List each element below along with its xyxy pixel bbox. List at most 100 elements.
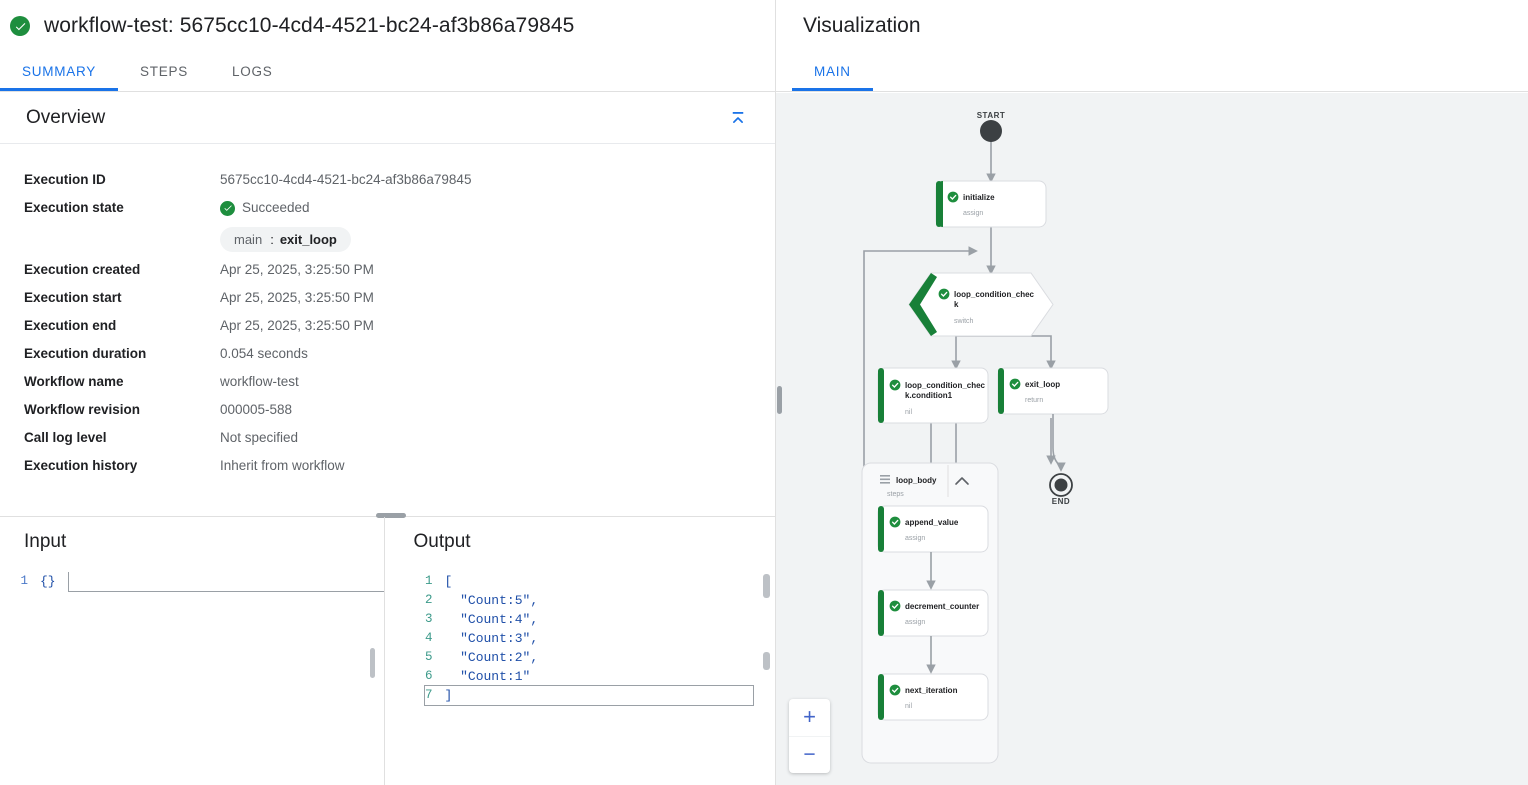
field-value: workflow-test — [220, 374, 299, 389]
node-initialize[interactable]: initialize assign — [935, 180, 1047, 228]
visualization-tabs: MAIN — [776, 52, 1528, 92]
field-value: 5675cc10-4cd4-4521-bc24-af3b86a79845 — [220, 172, 472, 187]
field-label: Execution start — [24, 290, 122, 305]
field-label: Execution created — [24, 262, 141, 277]
status-badge: Succeeded — [220, 194, 310, 222]
line-number: 4 — [424, 631, 433, 645]
tab-main[interactable]: MAIN — [792, 51, 873, 91]
field-label: Execution duration — [24, 346, 147, 361]
output-scrollbar-bottom[interactable] — [763, 652, 770, 670]
collapse-all-icon[interactable] — [723, 103, 753, 133]
node-exit-loop[interactable]: exit_loop return — [997, 367, 1109, 415]
current-step-chip[interactable]: main : exit_loop — [220, 227, 351, 252]
check-circle-icon — [10, 16, 30, 36]
node-loop-condition-check-condition1[interactable]: loop_condition_chec k.condition1 nil — [877, 367, 989, 424]
code-line: 5 "Count:2", — [405, 648, 776, 667]
tab-logs[interactable]: LOGS — [232, 63, 273, 79]
input-output-section: Input 1 {} Output 1 [ — [0, 517, 775, 785]
node-loop-condition-check[interactable]: loop_condition_chec k switch — [908, 272, 1054, 337]
execution-state-text: Succeeded — [242, 200, 310, 215]
field-execution-start: Execution start Apr 25, 2025, 3:25:50 PM — [0, 284, 775, 312]
code-line: 4 "Count:3", — [405, 629, 776, 648]
node-append-value[interactable]: append_value assign — [877, 505, 989, 553]
field-value: Apr 25, 2025, 3:25:50 PM — [220, 290, 374, 305]
page-title: workflow-test: 5675cc10-4cd4-4521-bc24-a… — [44, 14, 575, 37]
field-call-log-level: Call log level Not specified — [0, 424, 775, 452]
node-title-wrap: k — [954, 300, 959, 309]
line-text: "Count:3", — [444, 631, 539, 646]
tab-summary[interactable]: SUMMARY — [0, 51, 119, 91]
node-title: append_value — [905, 518, 959, 527]
workflow-graph: START initialize assign — [861, 111, 1109, 764]
node-title: loop_condition_chec — [954, 290, 1035, 299]
vertical-resize-handle[interactable] — [777, 386, 782, 414]
output-scrollbar-top[interactable] — [763, 574, 770, 598]
state-chip-row: main : exit_loop — [0, 227, 775, 252]
line-text: "Count:5", — [444, 593, 539, 608]
field-value: Not specified — [220, 430, 299, 445]
node-title: next_iteration — [905, 686, 958, 695]
node-decrement-counter[interactable]: decrement_counter assign — [877, 589, 989, 637]
horizontal-resize-handle[interactable] — [376, 513, 406, 518]
input-scrollbar[interactable] — [369, 648, 375, 678]
start-label: START — [977, 111, 1006, 120]
zoom-out-button[interactable]: − — [789, 735, 830, 774]
line-number: 7 — [424, 688, 433, 702]
field-label: Call log level — [24, 430, 107, 445]
chip-step: exit_loop — [279, 232, 337, 247]
node-title: loop_body — [896, 476, 937, 485]
zoom-controls: + − — [789, 699, 830, 773]
line-text: "Count:2", — [444, 650, 539, 665]
field-execution-history: Execution history Inherit from workflow — [0, 452, 775, 480]
node-subtitle: return — [1025, 397, 1043, 404]
line-text: "Count:1" — [444, 669, 531, 684]
input-editor[interactable]: 1 {} — [0, 572, 384, 785]
code-line: 7 ] — [405, 686, 776, 705]
output-selection-box — [423, 685, 754, 706]
field-execution-duration: Execution duration 0.054 seconds — [0, 340, 775, 368]
node-subtitle: assign — [963, 210, 983, 217]
chip-scope: main — [234, 232, 263, 247]
line-number: 1 — [424, 574, 433, 588]
line-text: {} — [40, 574, 56, 589]
execution-summary-panel: workflow-test: 5675cc10-4cd4-4521-bc24-a… — [0, 0, 776, 785]
field-value: Apr 25, 2025, 3:25:50 PM — [220, 262, 374, 277]
field-label: Workflow revision — [24, 402, 141, 417]
field-execution-end: Execution end Apr 25, 2025, 3:25:50 PM — [0, 312, 775, 340]
node-subtitle: assign — [905, 619, 925, 626]
field-label: Execution state — [24, 200, 124, 215]
field-execution-id: Execution ID 5675cc10-4cd4-4521-bc24-af3… — [0, 166, 775, 194]
code-line: 1 {} — [0, 572, 384, 591]
line-text: "Count:4", — [444, 612, 539, 627]
line-number: 6 — [424, 669, 433, 683]
zoom-in-button[interactable]: + — [803, 704, 816, 730]
execution-header: workflow-test: 5675cc10-4cd4-4521-bc24-a… — [0, 0, 775, 52]
field-value: Inherit from workflow — [220, 458, 345, 473]
field-label: Execution history — [24, 458, 138, 473]
line-text: [ — [444, 574, 453, 589]
node-subtitle: assign — [905, 535, 925, 542]
code-line: 1 [ — [405, 572, 776, 591]
start-node[interactable] — [980, 120, 1002, 142]
node-loop-body-group[interactable]: loop_body steps append_value assign — [861, 462, 999, 764]
check-circle-icon — [220, 200, 235, 216]
overview-fields: Execution ID 5675cc10-4cd4-4521-bc24-af3… — [0, 144, 775, 480]
code-line: 3 "Count:4", — [405, 610, 776, 629]
end-label: END — [1052, 497, 1070, 506]
chevron-up-icon[interactable] — [955, 477, 969, 485]
overview-header: Overview — [0, 92, 775, 144]
output-editor[interactable]: 1 [ 2 "Count:5", 3 "Count:4", 4 "Count:3… — [385, 572, 776, 785]
workflow-graph-canvas[interactable]: START initialize assign — [776, 93, 1528, 785]
line-number: 1 — [20, 574, 28, 588]
node-subtitle: nil — [905, 703, 912, 710]
node-title: loop_condition_chec — [905, 381, 986, 390]
visualization-panel: Visualization MAIN — [776, 0, 1528, 785]
field-label: Execution end — [24, 318, 117, 333]
field-workflow-name: Workflow name workflow-test — [0, 368, 775, 396]
code-line: 6 "Count:1" — [405, 667, 776, 686]
output-pane: Output 1 [ 2 "Count:5", 3 "Count:4", — [385, 517, 776, 785]
node-next-iteration[interactable]: next_iteration nil — [877, 673, 989, 721]
end-node[interactable]: END — [1049, 473, 1073, 506]
tab-steps[interactable]: STEPS — [140, 63, 189, 79]
